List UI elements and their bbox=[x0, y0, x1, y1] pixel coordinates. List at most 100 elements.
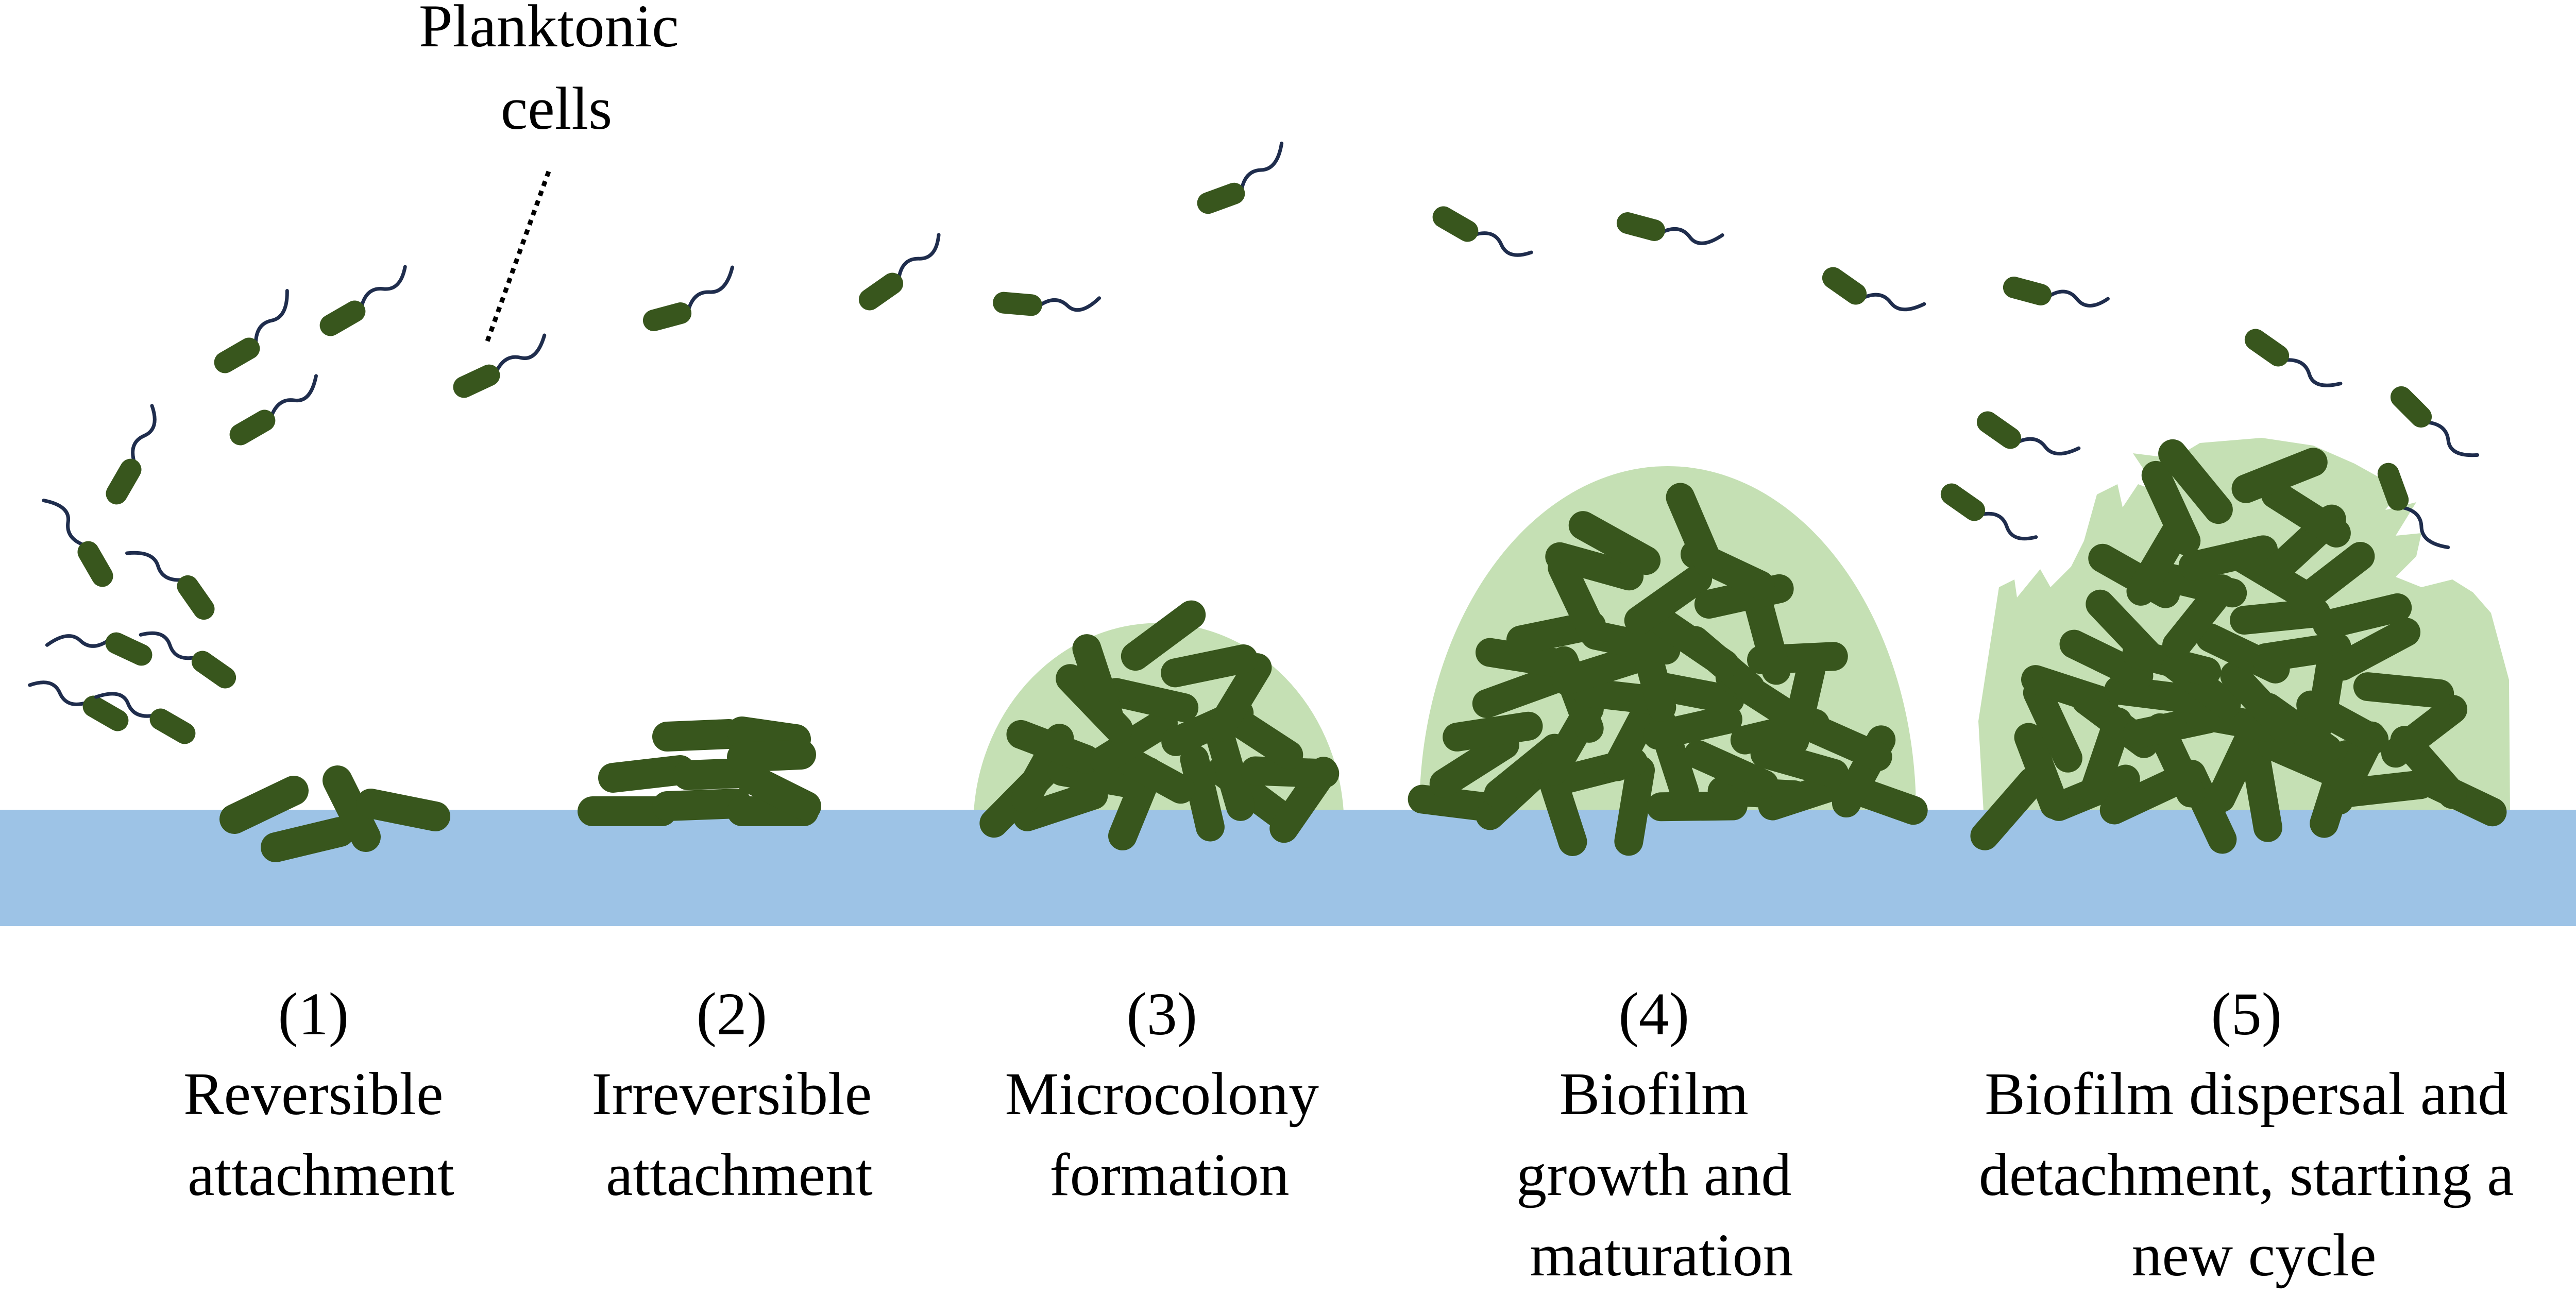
planktonic-cell bbox=[453, 333, 547, 398]
flagellum bbox=[494, 333, 547, 374]
stage-5-label: (5) Biofilm dispersal and detachment, st… bbox=[1979, 980, 2529, 1289]
planktonic-cell bbox=[1940, 483, 2038, 541]
flagellum bbox=[2046, 289, 2110, 308]
planktonic-cell bbox=[214, 289, 289, 373]
flagellum bbox=[139, 631, 198, 660]
cell-body bbox=[191, 651, 236, 689]
cell-body bbox=[1822, 267, 1867, 305]
flagellum bbox=[896, 233, 941, 281]
colony-cell bbox=[2086, 589, 2164, 671]
attached-cell bbox=[356, 789, 450, 831]
stage-5-line1: Biofilm dispersal and bbox=[1985, 1060, 2508, 1128]
colony-cell bbox=[1970, 767, 2047, 850]
planktonic-cell bbox=[139, 631, 236, 689]
colony-cell bbox=[2059, 629, 2154, 690]
colony-cell bbox=[1207, 725, 1255, 821]
stage-1-number: (1) bbox=[278, 980, 349, 1048]
cell-body bbox=[2377, 463, 2409, 511]
planktonic-cell bbox=[106, 404, 157, 505]
colony-cell bbox=[1090, 708, 1178, 774]
planktonic-cell bbox=[42, 499, 113, 587]
planktonic-cells-label: Planktonic cells bbox=[419, 0, 694, 142]
cell-body bbox=[214, 337, 260, 373]
flagellum bbox=[1660, 227, 1724, 245]
attached-cell bbox=[652, 719, 744, 752]
cell-body bbox=[1197, 182, 1245, 214]
stage-labels: (1) Reversible attachment (2) Irreversib… bbox=[183, 980, 2529, 1289]
cell-body bbox=[642, 302, 692, 331]
planktonic-cell bbox=[319, 265, 407, 336]
cell-body bbox=[229, 409, 276, 446]
colony-cell bbox=[1797, 713, 1892, 772]
planktonic-label-line1: Planktonic bbox=[419, 0, 679, 60]
flagellum bbox=[269, 374, 318, 419]
colony-cell bbox=[1476, 638, 1576, 678]
planktonic-cell bbox=[993, 292, 1101, 316]
flagellum bbox=[42, 499, 87, 548]
colony-cell bbox=[2258, 731, 2353, 789]
colony-cell bbox=[1047, 757, 1145, 798]
colony-cell bbox=[2220, 661, 2298, 743]
cell-body bbox=[77, 541, 113, 587]
cell-body bbox=[1940, 483, 1986, 521]
colony-cell bbox=[2334, 770, 2435, 807]
stage-1-line2: attachment bbox=[188, 1141, 454, 1208]
colony-cell bbox=[2313, 593, 2412, 639]
planktonic-label-line2: cells bbox=[501, 75, 612, 142]
colony-cell bbox=[2261, 480, 2351, 548]
planktonic-cell bbox=[858, 233, 941, 311]
colony-cell bbox=[1750, 739, 1849, 788]
colony-cell bbox=[2158, 439, 2233, 524]
colony-cell bbox=[2381, 695, 2468, 768]
cell-body bbox=[993, 292, 1042, 316]
colony-cell bbox=[1552, 644, 1650, 695]
flagellum bbox=[359, 265, 407, 310]
planktonic-cell bbox=[45, 632, 152, 666]
colony-cell bbox=[1780, 656, 1825, 756]
cell-body bbox=[2244, 329, 2290, 367]
flagellum bbox=[1239, 141, 1284, 193]
colony-cell bbox=[2023, 678, 2082, 773]
cell-body bbox=[2390, 386, 2432, 428]
flagellum bbox=[2014, 437, 2081, 456]
cell-body bbox=[177, 575, 215, 620]
cell-body bbox=[453, 364, 500, 398]
planktonic-callout-line bbox=[484, 170, 551, 344]
planktonic-cells-layer bbox=[28, 141, 2480, 744]
cell-body bbox=[1976, 411, 2022, 449]
flagellum bbox=[2398, 505, 2450, 550]
stage-4-line3: maturation bbox=[1530, 1221, 1793, 1289]
cell-body bbox=[319, 300, 366, 336]
flagellum bbox=[2282, 358, 2343, 387]
colony-cell bbox=[1121, 600, 1206, 671]
stage-2-label: (2) Irreversible attachment bbox=[591, 980, 887, 1208]
colony-cell bbox=[2099, 765, 2194, 825]
colony-cell bbox=[1161, 644, 1258, 688]
stage-3-label: (3) Microcolony formation bbox=[1005, 980, 1334, 1208]
colony-cell bbox=[2353, 672, 2454, 708]
cell-body bbox=[149, 708, 196, 744]
planktonic-cell bbox=[1197, 141, 1284, 214]
colony-cell bbox=[2104, 675, 2205, 714]
colony-cell bbox=[2206, 718, 2266, 813]
colony-cell bbox=[1072, 634, 1123, 729]
attached-cell bbox=[219, 776, 309, 834]
cell-body bbox=[858, 272, 904, 311]
colony-cell bbox=[2289, 542, 2375, 615]
colony-cell bbox=[1568, 511, 1661, 575]
flagellum bbox=[94, 692, 156, 718]
colony-cell bbox=[1743, 586, 1791, 685]
stage-3-line1: Microcolony bbox=[1005, 1060, 1319, 1128]
stage-5-line3: new cycle bbox=[2132, 1221, 2377, 1289]
colony-cell bbox=[2328, 618, 2421, 681]
planktonic-cell bbox=[2244, 329, 2343, 387]
colony-cell bbox=[2231, 448, 2328, 503]
colony-cell bbox=[2251, 632, 2351, 672]
colony-cell bbox=[1429, 730, 1519, 798]
flagellum bbox=[125, 551, 185, 582]
colony-cell bbox=[1581, 621, 1681, 665]
attached-cell bbox=[323, 765, 381, 852]
flagellum bbox=[686, 265, 734, 313]
colony-cell bbox=[2241, 742, 2282, 842]
